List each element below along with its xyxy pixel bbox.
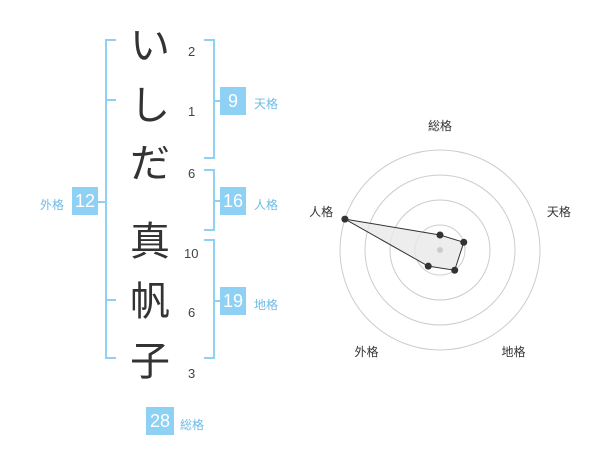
name-char-4: 真 xyxy=(130,219,170,265)
tenkaku-value: 9 xyxy=(220,87,246,115)
tenkaku-bracket xyxy=(204,39,215,159)
stroke-count-2: 1 xyxy=(188,104,196,119)
jinkaku-label: 人格 xyxy=(254,198,279,212)
radar-ring xyxy=(339,149,541,351)
gaikaku-label: 外格 xyxy=(40,198,65,212)
radar-point-2 xyxy=(460,238,468,246)
radar-series-area xyxy=(344,218,465,271)
gaikaku-bracket xyxy=(105,39,116,359)
stroke-count-6: 3 xyxy=(188,366,196,381)
chikaku-value: 19 xyxy=(220,287,246,315)
name-char-3: だ xyxy=(130,141,170,187)
radar-point-3 xyxy=(451,266,459,274)
radar-point-5 xyxy=(341,215,349,223)
name-char-2: し xyxy=(130,83,170,129)
radar-axis-label-jinkaku: 人格 xyxy=(309,205,334,220)
radar-ring xyxy=(389,199,491,301)
radar-ring xyxy=(364,174,516,326)
radar-point-1 xyxy=(436,231,444,239)
name-char-1: い xyxy=(130,23,170,69)
gaikaku-value: 12 xyxy=(72,187,98,215)
name-char-5: 帆 xyxy=(130,279,170,325)
soukaku-label: 総格 xyxy=(180,418,205,432)
stroke-count-3: 6 xyxy=(188,166,196,181)
tenkaku-label: 天格 xyxy=(254,97,279,111)
stroke-count-4: 10 xyxy=(184,246,199,261)
chikaku-label: 地格 xyxy=(254,298,279,312)
soukaku-value: 28 xyxy=(146,407,174,435)
radar-center-dot xyxy=(437,247,443,253)
stroke-count-1: 2 xyxy=(188,44,196,59)
radar-axis-label-soukaku: 総格 xyxy=(428,119,453,133)
stroke-count-5: 6 xyxy=(188,305,196,320)
jinkaku-value: 16 xyxy=(220,187,246,215)
chikaku-bracket xyxy=(204,239,215,359)
name-char-6: 子 xyxy=(130,339,170,385)
radar-point-4 xyxy=(424,262,432,270)
radar-axis-label-gaikaku: 外格 xyxy=(354,345,379,360)
radar-axis-label-chikaku: 地格 xyxy=(501,345,526,360)
radar-axis-label-tenkaku: 天格 xyxy=(546,205,571,220)
